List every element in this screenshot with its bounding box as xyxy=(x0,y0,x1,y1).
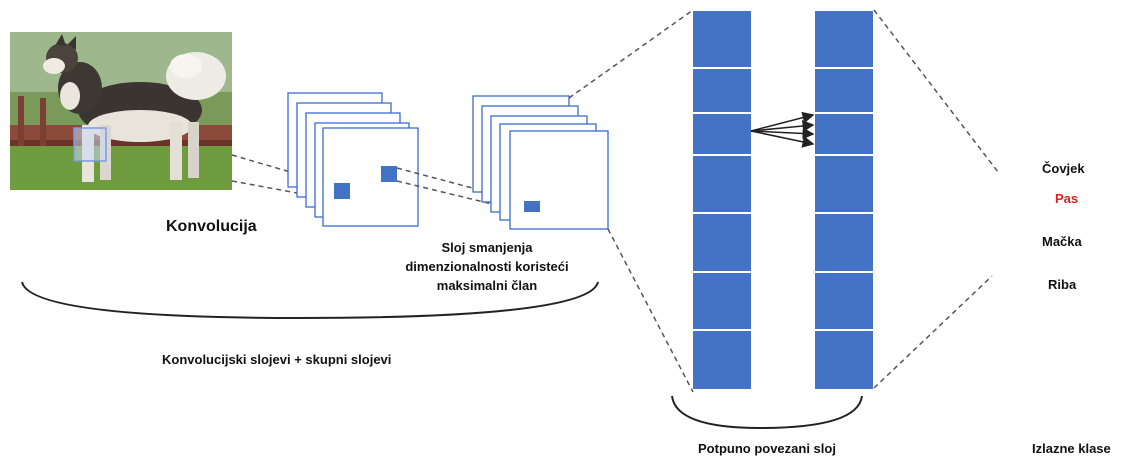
pooling-label-line-1: Sloj smanjenja xyxy=(441,240,533,255)
fc-neuron xyxy=(693,11,751,67)
fc-neuron xyxy=(693,273,751,329)
pooling-label: Sloj smanjenja dimenzionalnosti koristeć… xyxy=(362,238,612,295)
output-classes-label: Izlazne klase xyxy=(1032,441,1111,456)
conv-pool-layers-label: Konvolucijski slojevi + skupni slojevi xyxy=(162,352,392,367)
fc-column-0 xyxy=(693,11,751,389)
fc-connection-arrows xyxy=(750,111,815,148)
output-class-0: Čovjek xyxy=(1042,161,1085,176)
fully-connected-layers xyxy=(693,11,873,389)
fc-neuron xyxy=(693,69,751,112)
pooling-label-line-2: dimenzionalnosti koristeći xyxy=(405,259,569,274)
pooling-feature-maps xyxy=(472,95,609,230)
fc-neuron xyxy=(815,214,873,271)
fully-connected-label: Potpuno povezani sloj xyxy=(698,441,836,456)
input-dog-image xyxy=(10,32,232,190)
fc-neuron xyxy=(815,156,873,212)
fc-neuron xyxy=(693,156,751,212)
fc-column-1 xyxy=(815,11,873,389)
pooling-label-line-3: maksimalni član xyxy=(436,278,538,293)
fc-neuron xyxy=(815,114,873,154)
fc-neuron xyxy=(815,11,873,67)
fc-neuron xyxy=(693,214,751,271)
output-class-1: Pas xyxy=(1055,191,1079,206)
fc-neuron xyxy=(815,273,873,329)
output-class-3: Riba xyxy=(1048,277,1077,292)
convolution-label: Konvolucija xyxy=(166,218,257,235)
fc-layer-brace xyxy=(671,395,863,430)
output-class-2: Mačka xyxy=(1042,234,1082,249)
convolution-feature-maps xyxy=(287,92,419,227)
fc-neuron xyxy=(693,114,751,154)
fc-neuron xyxy=(815,331,873,389)
conv-layers-brace xyxy=(21,281,599,320)
fc-neuron xyxy=(693,331,751,389)
fc-neuron xyxy=(815,69,873,112)
